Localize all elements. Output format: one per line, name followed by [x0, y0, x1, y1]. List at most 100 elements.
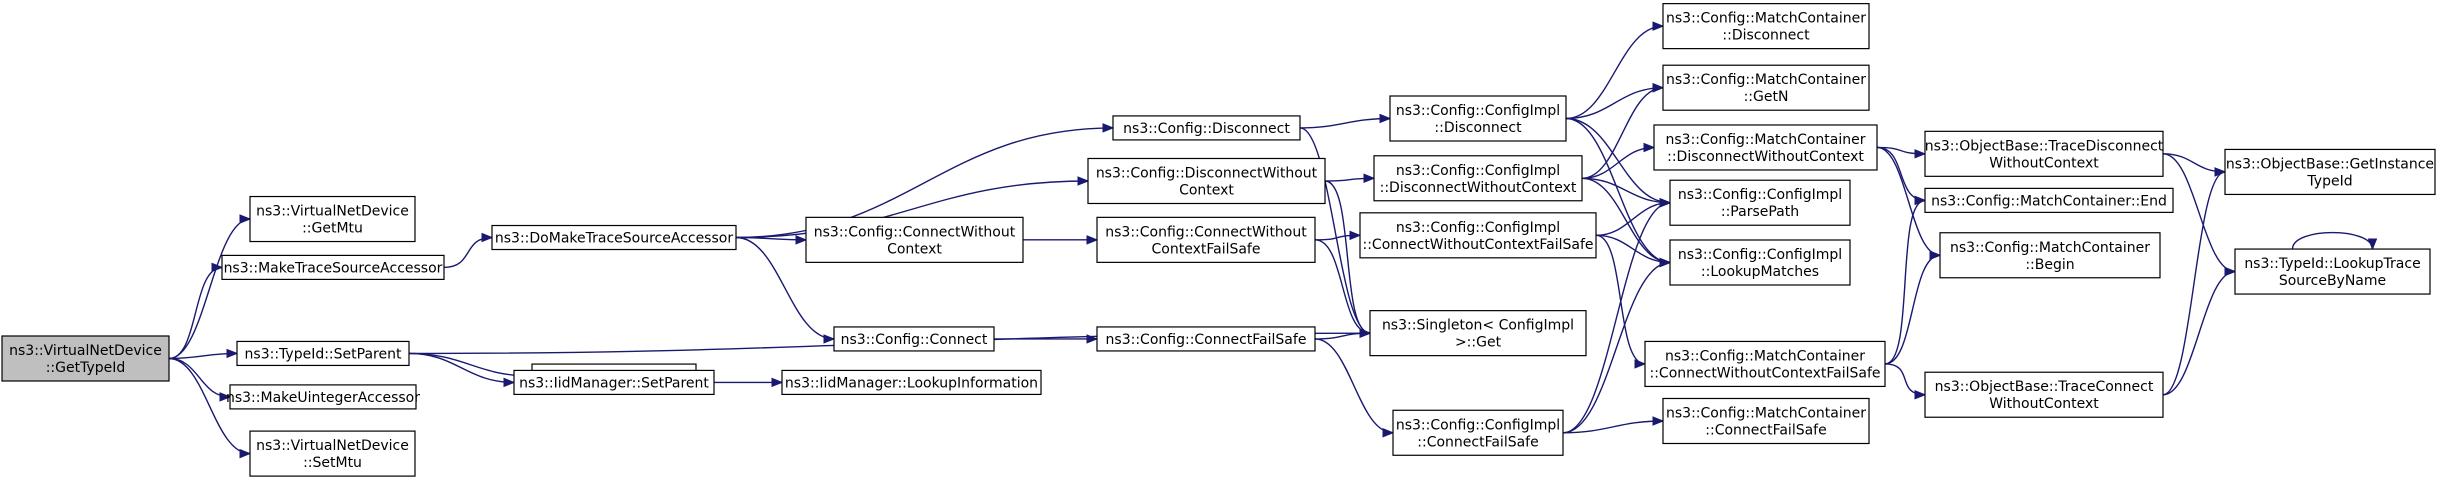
edge-arrowhead: [1077, 176, 1090, 186]
node-mc_connectfs[interactable]: ns3::Config::MatchContainer::ConnectFail…: [1662, 397, 1870, 445]
node-box[interactable]: [805, 216, 1024, 263]
node-ci_disconnect[interactable]: ns3::Config::ConfigImpl::Disconnect: [1389, 95, 1567, 142]
node-box[interactable]: [1662, 397, 1870, 445]
node-label-line: ns3::Config::ConfigImpl: [1396, 163, 1560, 179]
node-label-line: ::DisconnectWithoutContext: [1667, 149, 1864, 165]
edge-do_make_tsa-to-cfg_connect_wc: [735, 235, 808, 245]
node-label-line: ns3::Config::MatchContainer::End: [1931, 193, 2167, 209]
node-label-line: ns3::ObjectBase::GetInstance: [2226, 156, 2434, 172]
edge-line: [168, 357, 251, 455]
edge-ci_connect_wcfs-to-ci_lookupmatches: [1595, 234, 1672, 268]
node-label-line: ::ConnectWithoutContextFailSafe: [1649, 365, 1880, 381]
edge-line: [1581, 177, 1671, 264]
node-mc_disconnect_wc[interactable]: ns3::Config::MatchContainer::DisconnectW…: [1653, 124, 1878, 171]
node-box[interactable]: [221, 254, 445, 280]
node-mc_getn[interactable]: ns3::Config::MatchContainer::GetN: [1662, 64, 1870, 111]
node-box[interactable]: [1669, 179, 1851, 226]
node-box[interactable]: [1392, 409, 1564, 456]
node-box[interactable]: [1662, 3, 1870, 50]
edge-arrowhead: [795, 235, 808, 245]
node-box[interactable]: [1359, 212, 1597, 259]
node-box[interactable]: [1662, 64, 1870, 111]
node-box[interactable]: [1644, 340, 1886, 388]
node-box[interactable]: [1096, 216, 1316, 263]
node-ob_trace_disc_wc[interactable]: ns3::ObjectBase::TraceDisconnectWithoutC…: [1924, 130, 2164, 177]
node-cfg_connect_wc[interactable]: ns3::Config::ConnectWithoutContext: [805, 216, 1024, 263]
node-box[interactable]: [1389, 95, 1567, 142]
edge-arrowhead: [771, 377, 784, 388]
node-label-line: ns3::Config::MatchContainer: [1666, 72, 1866, 88]
node-box[interactable]: [1369, 310, 1587, 357]
node-cfg_connect[interactable]: ns3::Config::Connect: [833, 326, 995, 352]
edge-do_make_tsa-to-cfg_disconnect: [735, 123, 1115, 239]
node-box[interactable]: [1924, 130, 2164, 177]
node-box[interactable]: [1939, 232, 2161, 279]
node-box[interactable]: [2224, 148, 2436, 196]
edge-line: [735, 236, 835, 340]
node-box[interactable]: [2234, 248, 2431, 295]
node-ci_connectfs[interactable]: ns3::Config::ConfigImpl::ConnectFailSafe: [1392, 409, 1564, 456]
node-box[interactable]: [1924, 187, 2174, 213]
edge-iid_setparent-to-iid_lookupinfo: [714, 377, 784, 388]
node-box[interactable]: [1373, 155, 1583, 202]
node-iid_lookupinfo[interactable]: ns3::IidManager::LookupInformation: [781, 369, 1042, 396]
edge-cfg_connect_wcfs-to-ci_connect_wcfs: [1314, 230, 1362, 241]
node-box[interactable]: [1653, 124, 1878, 171]
node-mc_connect_wcfs[interactable]: ns3::Config::MatchContainer::ConnectWith…: [1644, 340, 1886, 388]
node-cfg_disconnect_wc[interactable]: ns3::Config::DisconnectWithoutContext: [1087, 157, 1326, 205]
node-vnd_setmtu[interactable]: ns3::VirtualNetDevice::SetMtu: [249, 430, 416, 477]
edge-mc_connect_wcfs-to-mc_begin: [1884, 250, 1942, 365]
node-box[interactable]: [249, 430, 416, 477]
node-mc_end[interactable]: ns3::Config::MatchContainer::End: [1924, 187, 2174, 213]
node-label-line: ::Begin: [2025, 257, 2074, 273]
node-label-line: SourceByName: [2279, 273, 2386, 289]
node-label-line: ns3::VirtualNetDevice: [9, 343, 162, 359]
node-mc_disconnect[interactable]: ns3::Config::MatchContainer::Disconnect: [1662, 3, 1870, 50]
node-box[interactable]: [1096, 326, 1316, 352]
edge-arrowhead: [1652, 21, 1665, 31]
node-box[interactable]: [1669, 239, 1851, 286]
node-box[interactable]: [1087, 157, 1326, 205]
node-ci_connect_wcfs[interactable]: ns3::Config::ConfigImpl::ConnectWithoutC…: [1359, 212, 1597, 259]
node-box[interactable]: [1924, 371, 2164, 418]
node-label-line: ::Disconnect: [1434, 120, 1522, 136]
edge-line: [2162, 270, 2236, 396]
edge-line: [443, 236, 493, 269]
edge-cfg_disconnect_wc-to-ci_disconnect_wc: [1324, 173, 1376, 184]
edge-arrowhead: [1086, 334, 1099, 344]
node-ci_lookupmatches[interactable]: ns3::Config::ConfigImpl::LookupMatches: [1669, 239, 1851, 286]
node-cfg_disconnect[interactable]: ns3::Config::Disconnect: [1112, 115, 1301, 141]
node-label-line: ::GetN: [1744, 89, 1789, 105]
node-ci_disconnect_wc[interactable]: ns3::Config::ConfigImpl::DisconnectWitho…: [1373, 155, 1583, 202]
node-box[interactable]: [249, 195, 416, 243]
node-root[interactable]: ns3::VirtualNetDevice::GetTypeId: [1, 335, 170, 382]
node-box[interactable]: [491, 224, 737, 251]
node-mc_begin[interactable]: ns3::Config::MatchContainer::Begin: [1939, 232, 2161, 279]
node-box[interactable]: [833, 326, 995, 352]
edge-arrowhead: [1634, 359, 1647, 369]
node-iid_setparent[interactable]: ns3::IidManager::SetParent: [513, 369, 715, 396]
node-box[interactable]: [781, 369, 1042, 396]
node-typeid_setparent[interactable]: ns3::TypeId::SetParent: [236, 340, 410, 367]
edge-line: [1565, 117, 1671, 204]
node-box[interactable]: [1112, 115, 1301, 141]
node-vnd_getmtu[interactable]: ns3::VirtualNetDevice::GetMtu: [249, 195, 416, 243]
node-box[interactable]: [513, 369, 715, 396]
node-ci_parsepath[interactable]: ns3::Config::ConfigImpl::ParsePath: [1669, 179, 1851, 226]
node-singleton_get[interactable]: ns3::Singleton< ConfigImpl >::Get: [1369, 310, 1587, 357]
node-ob_trace_conn_wc[interactable]: ns3::ObjectBase::TraceConnectWithoutCont…: [1924, 371, 2164, 418]
node-label-line: ns3::DoMakeTraceSourceAccessor: [495, 231, 733, 247]
edge-line: [1884, 254, 1941, 365]
node-label-line: ns3::Config::MatchContainer: [1950, 240, 2150, 256]
node-cfg_connectfs[interactable]: ns3::Config::ConnectFailSafe: [1096, 326, 1316, 352]
edge-arrowhead: [1914, 389, 1927, 400]
node-do_make_tsa[interactable]: ns3::DoMakeTraceSourceAccessor: [491, 224, 737, 251]
node-box[interactable]: [236, 340, 410, 367]
node-box[interactable]: [229, 384, 417, 410]
node-box[interactable]: [1, 335, 170, 382]
node-make_tsa[interactable]: ns3::MakeTraceSourceAccessor: [221, 254, 445, 280]
node-cfg_connect_wcfs[interactable]: ns3::Config::ConnectWithoutContextFailSa…: [1096, 216, 1316, 263]
node-make_uia[interactable]: ns3::MakeUintegerAccessor: [226, 384, 420, 410]
